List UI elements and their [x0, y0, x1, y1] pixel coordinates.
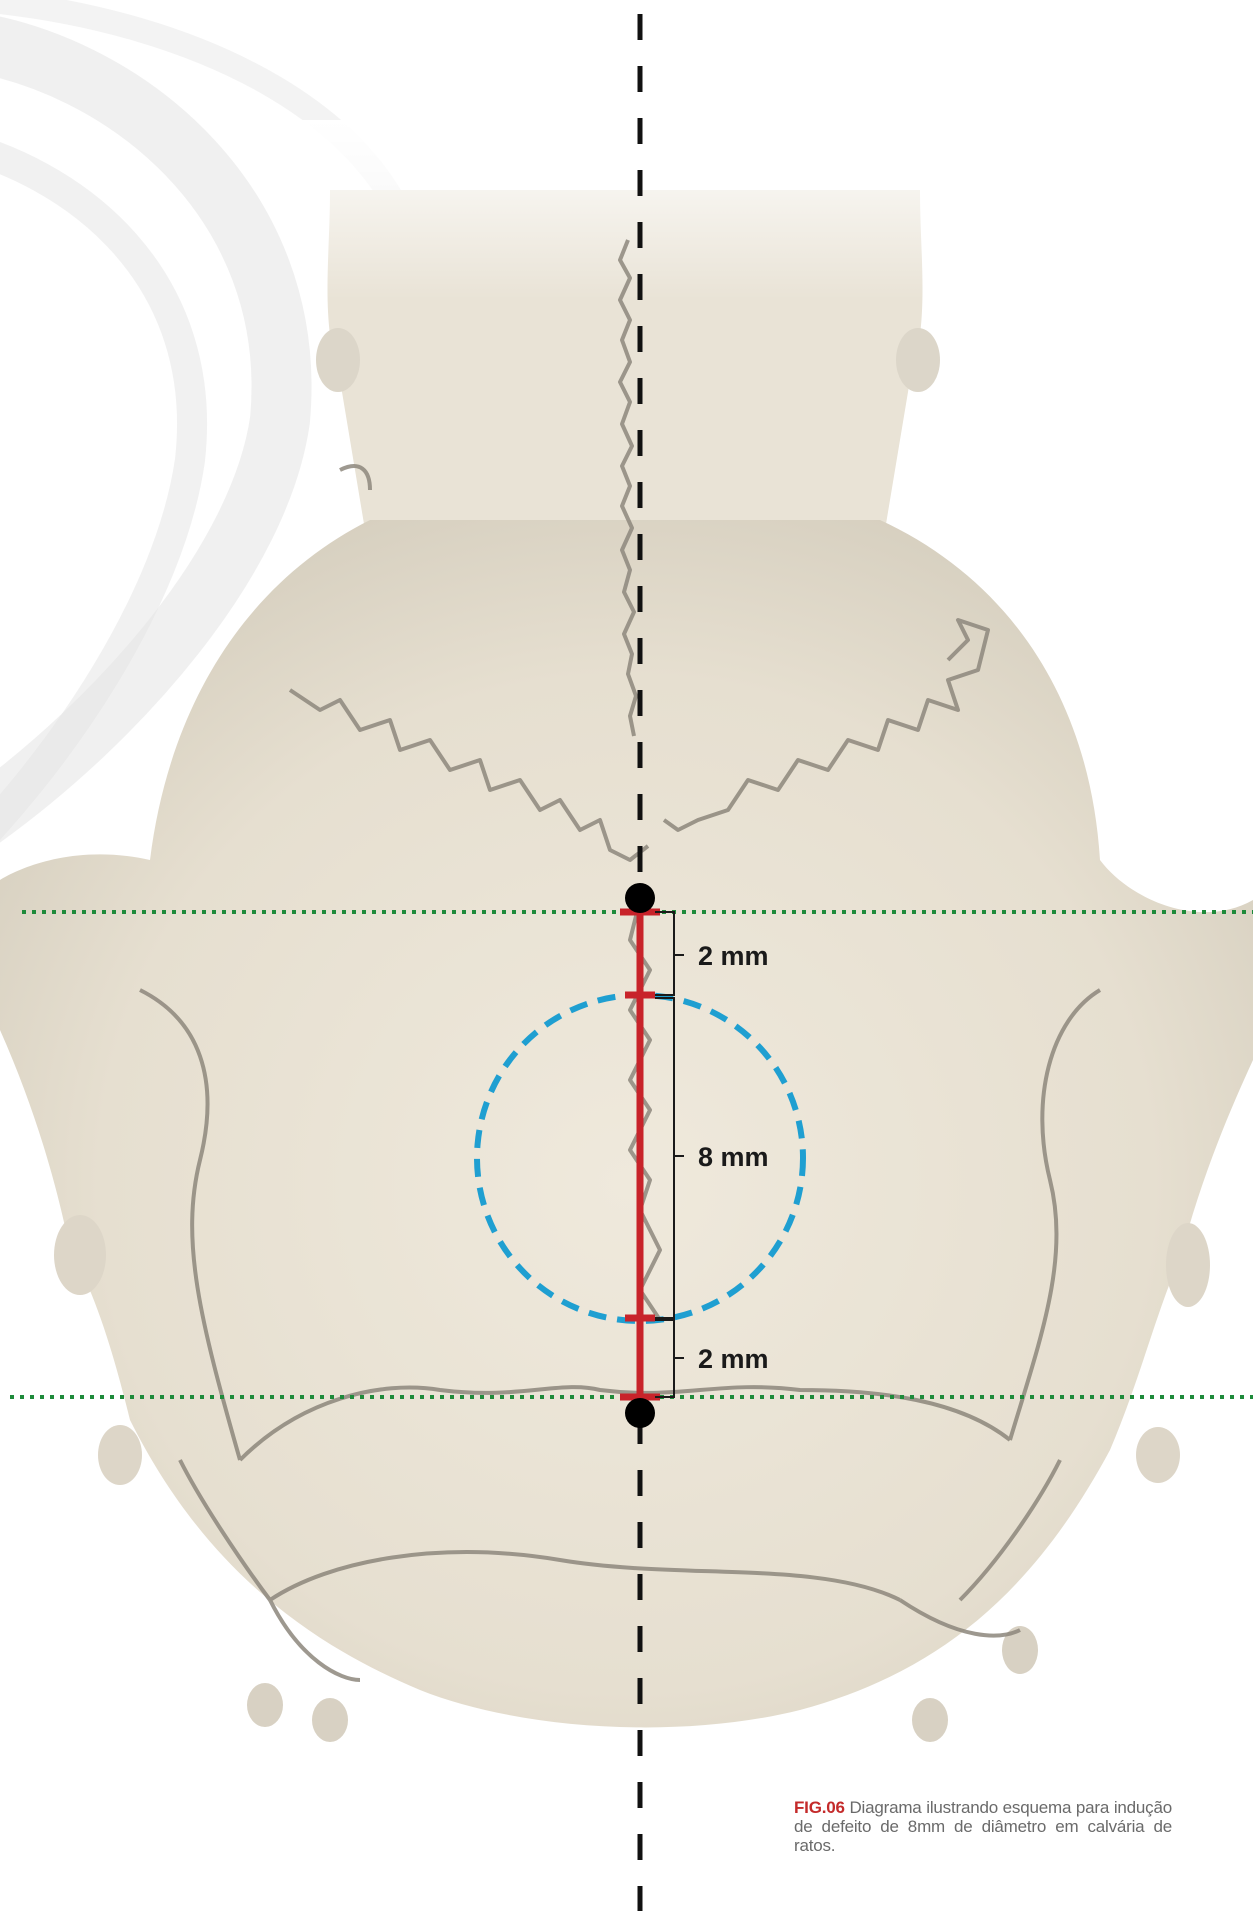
- right-zygomatic-bump: [1166, 1223, 1210, 1307]
- bregma-point: [625, 883, 655, 913]
- occipital-condyle-2: [312, 1698, 348, 1742]
- right-ear-process: [896, 328, 940, 392]
- left-zygomatic-bump: [54, 1215, 106, 1295]
- left-lateral-bump: [98, 1425, 142, 1485]
- caption-text: Diagrama ilustrando esquema para indução…: [794, 1798, 1172, 1855]
- left-ear-process: [316, 328, 360, 392]
- label-top-2mm: 2 mm: [698, 941, 769, 971]
- occipital-condyle-1: [247, 1683, 283, 1727]
- figure-number: FIG.06: [794, 1798, 845, 1817]
- occipital-condyle-3: [912, 1698, 948, 1742]
- label-8mm: 8 mm: [698, 1142, 769, 1172]
- lambda-point: [625, 1398, 655, 1428]
- figure-caption: FIG.06 Diagrama ilustrando esquema para …: [794, 1798, 1172, 1855]
- skull-cranium: [0, 520, 1253, 1727]
- right-lateral-bump: [1136, 1427, 1180, 1483]
- label-bottom-2mm: 2 mm: [698, 1344, 769, 1374]
